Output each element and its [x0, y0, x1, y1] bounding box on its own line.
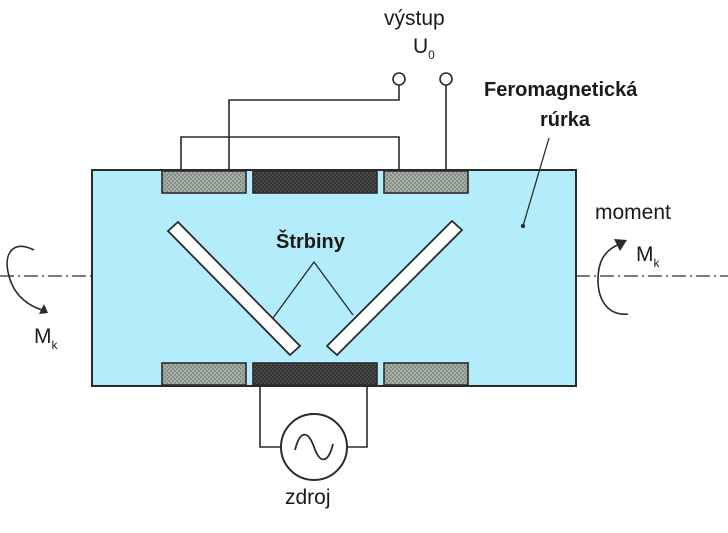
top-coil-center — [252, 170, 378, 194]
top-coil-right — [383, 170, 469, 194]
tube-label-line1: Feromagnetická — [484, 79, 638, 101]
bottom-coil-left — [161, 362, 247, 386]
slit-pointer — [272, 260, 354, 319]
rotation-arrow-icon-right — [597, 239, 629, 315]
rotation-arrow-icon-left — [6, 245, 48, 314]
moment-symbol-right-letter: M — [636, 243, 654, 266]
tube-leader-dot — [520, 223, 526, 229]
tube-leader-line — [522, 137, 550, 227]
source-wiring — [259, 386, 368, 448]
slit-right — [325, 219, 464, 357]
moment-label: moment — [595, 201, 671, 224]
moment-symbol-left: Mk — [34, 325, 58, 351]
output-voltage-label: U0 — [413, 35, 435, 61]
moment-symbol-left-letter: M — [34, 325, 52, 348]
ferromagnetic-tube — [91, 169, 577, 387]
output-terminal-right — [439, 72, 453, 86]
tube-label-line2: rúrka — [540, 109, 591, 131]
moment-symbol-left-sub: k — [51, 338, 58, 352]
output-voltage-subscript: 0 — [428, 48, 435, 62]
moment-symbol-right: Mk — [636, 243, 660, 269]
sine-wave — [294, 433, 334, 461]
bottom-coil-center — [252, 362, 378, 386]
output-terminal-left — [392, 72, 406, 86]
output-label: výstup — [384, 7, 445, 30]
source-label: zdroj — [285, 486, 331, 509]
output-wiring — [180, 85, 447, 170]
output-voltage-symbol: U — [413, 35, 429, 58]
moment-symbol-right-sub: k — [653, 256, 660, 270]
top-coil-left — [161, 170, 247, 194]
bottom-coil-right — [383, 362, 469, 386]
slit-left — [166, 220, 302, 357]
slits-label: Štrbiny — [276, 231, 345, 253]
